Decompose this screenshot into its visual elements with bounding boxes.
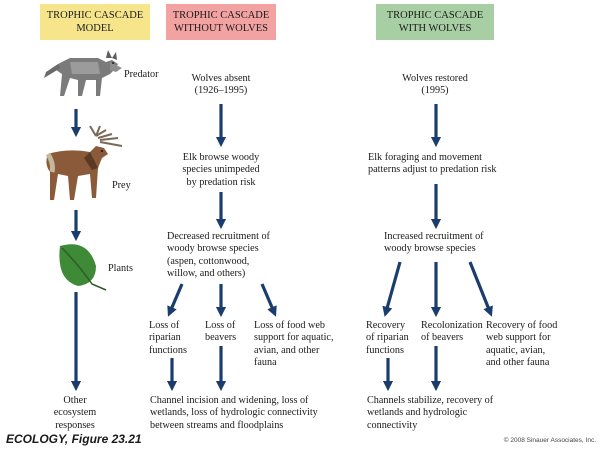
with-step-wolves-restored: Wolves restored (1995) [402, 73, 468, 97]
with-outcome: Channels stabilize, recovery of wetlands… [367, 395, 494, 431]
without-effect-riparian: Loss of riparian functions [149, 320, 187, 356]
without-step-elk-browse: Elk browse woody species unimpeded by pr… [182, 152, 260, 188]
leaf-icon [59, 244, 107, 291]
with-step-elk-adjust: Elk foraging and movement patterns adjus… [368, 152, 497, 176]
with-effect-riparian: Recovery of riparian functions [366, 320, 409, 356]
with-effect-food-web: Recovery of food web support for aquatic… [486, 320, 558, 369]
label-plants: Plants [108, 263, 133, 274]
header-with-wolves: TROPHIC CASCADE WITH WOLVES [376, 4, 494, 40]
copyright: © 2008 Sinauer Associates, Inc. [503, 437, 596, 444]
elk-icon [45, 125, 123, 200]
wolf-icon [44, 50, 122, 96]
with-effect-beavers: Recolonization of beavers [421, 320, 483, 344]
label-prey: Prey [112, 180, 131, 191]
with-step-increased-recruitment: Increased recruitment of woody browse sp… [384, 231, 484, 255]
without-step-decreased-recruitment: Decreased recruitment of woody browse sp… [167, 231, 270, 280]
without-step-wolves-absent: Wolves absent (1926–1995) [191, 73, 251, 97]
header-model: TROPHIC CASCADE MODEL [40, 4, 150, 40]
label-other-ecosystem-responses: Other ecosystem responses [53, 395, 97, 431]
arrow-with-3c [468, 261, 493, 317]
without-outcome: Channel incision and widening, loss of w… [150, 395, 318, 431]
without-effect-food-web: Loss of food web support for aquatic, av… [254, 320, 334, 369]
arrow-with-3a [382, 261, 402, 317]
header-without-wolves: TROPHIC CASCADE WITHOUT WOLVES [166, 4, 276, 40]
figure-caption: ECOLOGY, Figure 23.21 [6, 432, 142, 446]
without-effect-beavers: Loss of beavers [205, 320, 237, 344]
label-predator: Predator [124, 69, 159, 80]
arrow-without-3c [260, 283, 277, 317]
arrow-without-3a [167, 283, 184, 317]
